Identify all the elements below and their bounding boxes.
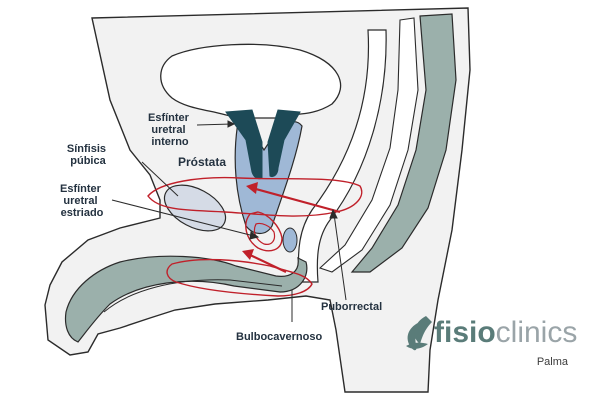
leader-sinfisis (141, 161, 179, 197)
logo-subtitle: Palma (537, 356, 569, 368)
leader-puborrectal-head (329, 208, 338, 219)
muscle-direction-arrows (242, 182, 341, 273)
prostate-lower-lobe (282, 227, 298, 253)
label-bulbocavernoso: Bulbocavernoso (236, 331, 322, 343)
bulbo-arrowhead (242, 249, 254, 260)
urethra (103, 279, 283, 313)
logo-part-clinics: clinics (496, 316, 578, 349)
bulbocavernosus-muscle (166, 258, 313, 297)
leader-esfinter-estriado-head (249, 231, 260, 240)
bladder (160, 43, 342, 119)
pubic-symphysis (163, 184, 227, 232)
label-esfinter-interno: Esfínter uretral interno (148, 112, 192, 148)
logo-text: fisioclinics (434, 316, 577, 349)
leader-lines (111, 120, 347, 322)
label-sinfisis: Sínfisis púbica (67, 143, 109, 167)
internal-sphincter-right (267, 109, 301, 177)
leader-puborrectal (333, 213, 347, 301)
fisioclinics-logo: fisioclinics Palma (406, 316, 577, 368)
rectum (297, 29, 387, 283)
label-esfinter-estriado: Esfínter uretral estriado (60, 183, 104, 219)
penile-body (64, 255, 308, 343)
striated-sphincter (245, 211, 283, 252)
leader-esfinter-estriado (111, 199, 255, 237)
rectal-wall (318, 17, 419, 273)
puborectal-arrowhead (246, 182, 258, 194)
bulbo-arrow (247, 253, 287, 273)
puborectal-muscle (147, 176, 363, 217)
label-puborrectal: Puborrectal (321, 301, 382, 313)
sacrum (350, 13, 457, 273)
swoosh-logo-icon (406, 316, 432, 351)
label-prostata: Próstata (178, 155, 226, 169)
leader-esfinter-interno (196, 123, 233, 126)
leader-esfinter-interno-head (227, 120, 236, 128)
logo-part-fisio: fisio (434, 316, 496, 349)
puborectal-arrow (251, 186, 341, 214)
